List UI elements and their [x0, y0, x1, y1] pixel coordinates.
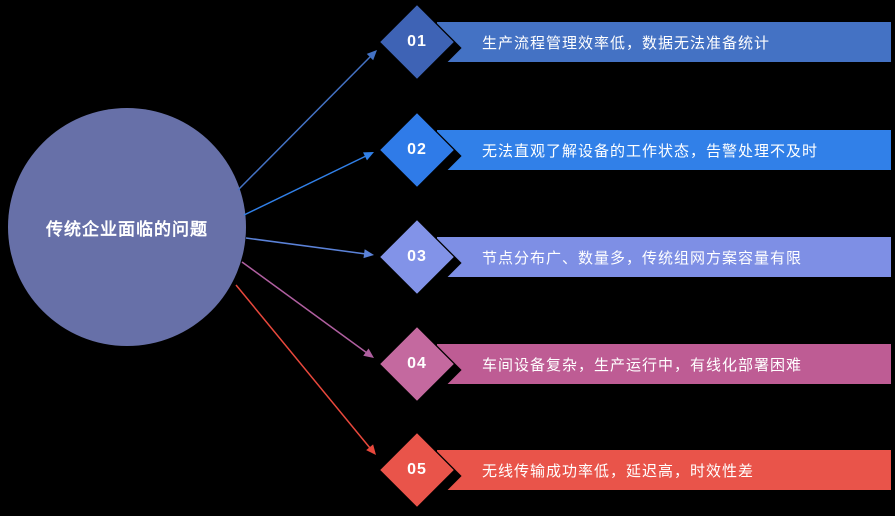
problem-row-2: 无法直观了解设备的工作状态，告警处理不及时 02	[370, 113, 895, 196]
problem-row-1: 生产流程管理效率低，数据无法准备统计 01	[370, 5, 895, 88]
problem-banner-1: 生产流程管理效率低，数据无法准备统计	[437, 22, 891, 62]
problem-text-3: 节点分布广、数量多，传统组网方案容量有限	[482, 249, 803, 267]
problem-number-1: 01	[407, 33, 427, 50]
problem-banner-5: 无线传输成功率低，延迟高，时效性差	[437, 450, 891, 490]
arrow-line-4	[241, 261, 368, 354]
problem-number-4: 04	[407, 355, 427, 372]
problem-number-2: 02	[407, 141, 427, 158]
problem-text-4: 车间设备复杂，生产运行中，有线化部署困难	[482, 356, 803, 374]
arrow-line-2	[243, 155, 367, 216]
problem-row-3: 节点分布广、数量多，传统组网方案容量有限 03	[370, 220, 895, 303]
problem-number-5: 05	[407, 461, 427, 478]
problem-number-3: 03	[407, 248, 427, 265]
arrow-line-3	[245, 237, 367, 255]
problem-banner-3: 节点分布广、数量多，传统组网方案容量有限	[437, 237, 891, 277]
problem-banner-4: 车间设备复杂，生产运行中，有线化部署困难	[437, 344, 891, 384]
central-topic-label: 传统企业面临的问题	[46, 219, 208, 239]
central-topic-circle: 传统企业面临的问题	[8, 108, 246, 346]
problem-text-2: 无法直观了解设备的工作状态，告警处理不及时	[482, 142, 819, 160]
problem-text-1: 生产流程管理效率低，数据无法准备统计	[482, 34, 771, 52]
problem-row-5: 无线传输成功率低，延迟高，时效性差 05	[370, 433, 895, 516]
problem-banner-2: 无法直观了解设备的工作状态，告警处理不及时	[437, 130, 891, 170]
arrow-line-5	[235, 284, 371, 449]
problem-row-4: 车间设备复杂，生产运行中，有线化部署困难 04	[370, 327, 895, 410]
arrow-line-1	[237, 56, 371, 191]
problem-text-5: 无线传输成功率低，延迟高，时效性差	[482, 462, 755, 480]
